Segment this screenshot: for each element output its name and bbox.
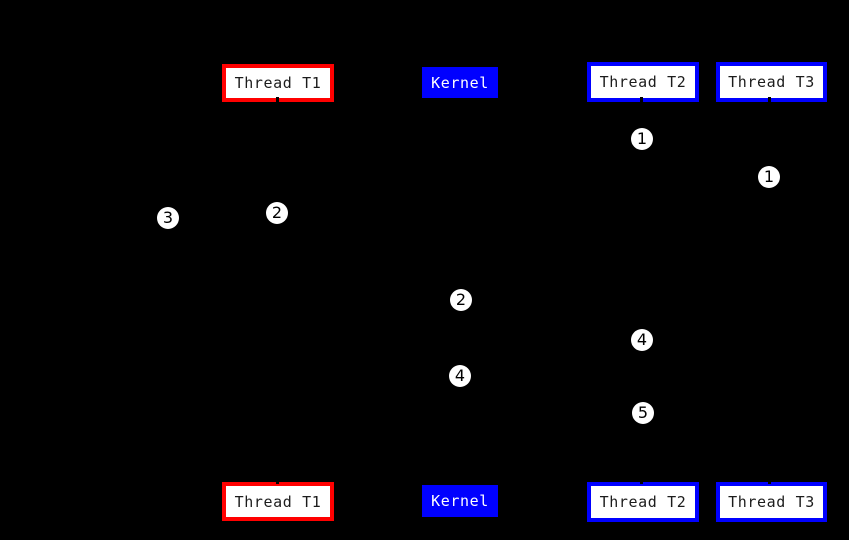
actor-label-thread-t2-top: Thread T2 (599, 73, 687, 91)
actor-label-kernel-bottom: Kernel (431, 492, 489, 510)
actor-box-kernel-bottom: Kernel (422, 485, 498, 517)
step-marker-number: 4 (454, 366, 466, 385)
lifeline-stub-thread-t1-top (276, 97, 279, 104)
actor-box-thread-t3-top: Thread T3 (716, 62, 827, 102)
step-marker-number: 2 (455, 290, 467, 309)
step-marker-circle: 4 (631, 329, 653, 351)
step-marker-circle: 3 (157, 207, 179, 229)
actor-label-kernel-top: Kernel (431, 73, 489, 92)
step-marker-number: 5 (637, 403, 649, 422)
step-marker-number: 2 (271, 203, 283, 222)
lifeline-stub-thread-t2-top (640, 97, 643, 104)
step-marker-circle: 1 (631, 128, 653, 150)
step-marker-number: 1 (636, 129, 648, 148)
step-marker-circle: 2 (266, 202, 288, 224)
step-marker-number: 1 (763, 167, 775, 186)
step-marker-number: 3 (162, 208, 174, 227)
actor-label-thread-t2-bottom: Thread T2 (599, 493, 687, 511)
step-marker-number: 4 (636, 330, 648, 349)
actor-label-thread-t3-bottom: Thread T3 (728, 493, 815, 511)
step-marker-circle: 1 (758, 166, 780, 188)
actor-label-thread-t1-bottom: Thread T1 (234, 492, 322, 511)
lifeline-stub-thread-t3-bottom (768, 477, 771, 484)
actor-label-thread-t3-top: Thread T3 (728, 73, 815, 91)
actor-box-thread-t2-top: Thread T2 (587, 62, 699, 102)
actor-box-thread-t1-bottom: Thread T1 (222, 482, 334, 521)
actor-box-thread-t2-bottom: Thread T2 (587, 482, 699, 522)
actor-label-thread-t1-top: Thread T1 (234, 74, 322, 92)
lifeline-stub-thread-t1-bottom (276, 477, 279, 484)
step-marker-circle: 5 (632, 402, 654, 424)
step-marker-circle: 2 (450, 289, 472, 311)
step-marker-circle: 4 (449, 365, 471, 387)
actor-box-kernel-top: Kernel (422, 67, 498, 98)
lifeline-stub-thread-t3-top (768, 97, 771, 104)
lifeline-stub-thread-t2-bottom (640, 477, 643, 484)
actor-box-thread-t3-bottom: Thread T3 (716, 482, 827, 522)
